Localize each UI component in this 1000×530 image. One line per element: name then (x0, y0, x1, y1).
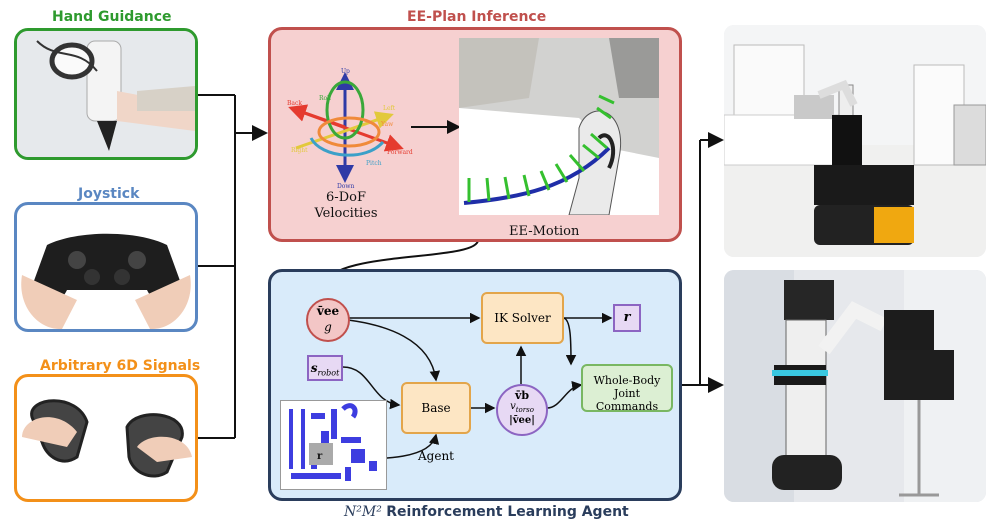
velocities-label: 6-DoF Velocities (314, 190, 378, 221)
hand-guidance-panel (14, 28, 198, 160)
joystick-image (21, 233, 191, 329)
hand-guidance-title: Hand Guidance (52, 9, 172, 25)
vb-vtorso-node: v̄b vtorso |v̄ee| (496, 384, 548, 436)
tiago-robot-photo (724, 270, 986, 502)
yaw-circle (317, 116, 381, 148)
hand-guidance-image (17, 31, 195, 157)
vee-goal-node: v̄ee g (306, 298, 350, 342)
right-left-axis (295, 111, 394, 150)
ee-plan-title: EE-Plan Inference (407, 9, 547, 25)
right-label: Right (291, 147, 308, 154)
mobile-manipulator-kitchen-photo (724, 25, 986, 257)
ee-plan-drawing: Up Down Back Forward Roll Pitch Yaw Righ… (287, 68, 461, 190)
ee-plan-panel: Up Down Back Forward Roll Pitch Yaw Righ… (268, 27, 682, 242)
pitch-label: Pitch (366, 160, 382, 167)
yaw-label: Yaw (380, 121, 394, 128)
joystick-panel (14, 202, 198, 332)
svg-text:r: r (317, 451, 323, 462)
goal-label: g (324, 320, 332, 334)
joystick-title: Joystick (78, 186, 140, 202)
vb-label: v̄b (514, 389, 530, 402)
vee-label: v̄ee (316, 304, 340, 318)
whole-body-joint-commands-box: Whole-Body Joint Commands (581, 364, 673, 413)
norm-label: |v̄ee| (509, 415, 535, 426)
back-label: Back (287, 100, 302, 107)
ee-motion-label: EE-Motion (509, 224, 580, 239)
left-label: Left (383, 105, 396, 112)
arbitrary-signals-title: Arbitrary 6D Signals (40, 358, 201, 374)
ik-solver-box: IK Solver (481, 292, 564, 344)
back-axis (288, 104, 346, 129)
vr-controllers-image (22, 399, 192, 478)
reward-node: r (613, 304, 641, 332)
vtorso-label: vtorso (510, 401, 534, 415)
up-label: Up (341, 68, 350, 75)
rl-agent-title: N²M² Reinforcement Learning Agent (344, 504, 629, 520)
base-agent-box: Base Agent (401, 382, 471, 463)
down-label: Down (337, 183, 355, 190)
occupancy-map: r (280, 400, 387, 490)
pitch-arc (309, 137, 385, 157)
forward-label: Forward (387, 149, 413, 156)
roll-label: Roll (319, 95, 331, 102)
arbitrary-signals-panel (14, 374, 198, 502)
ee-motion-scene (459, 38, 659, 215)
roll-circle (325, 80, 365, 140)
rl-agent-panel: v̄ee g srobot r IK S (268, 269, 682, 501)
srobot-node: srobot (307, 355, 343, 381)
